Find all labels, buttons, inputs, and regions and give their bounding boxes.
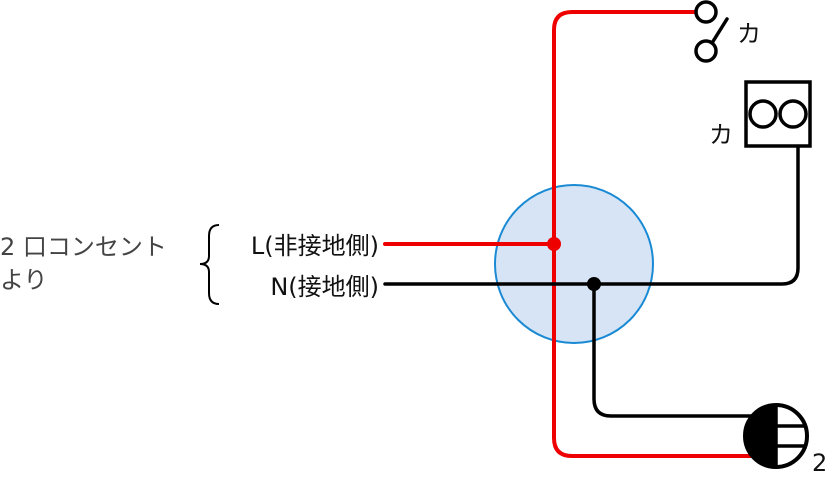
neutral-wire-to-lamp — [383, 144, 800, 286]
outlet-symbol — [743, 403, 809, 469]
source-label-line2: より — [0, 266, 48, 294]
neutral-wire-to-outlet — [592, 282, 754, 418]
neutral-joint-dot — [587, 277, 601, 291]
switch-label: カ — [737, 20, 761, 48]
neutral-wires — [383, 144, 800, 418]
lamp-label: カ — [709, 121, 733, 149]
neutral-wire-label: N(接地側) — [270, 273, 379, 301]
source-brace — [199, 224, 220, 305]
source-label-line1: 2 口コンセント — [0, 233, 167, 261]
live-wire-to-switch — [552, 10, 698, 246]
switch-symbol — [694, 0, 729, 63]
live-wire-label: L(非接地側) — [251, 232, 379, 260]
lamp-symbol — [744, 80, 812, 148]
live-wire-to-outlet — [552, 242, 754, 458]
junction-box — [494, 184, 654, 344]
outlet-label: 2 — [812, 449, 827, 477]
live-joint-dot — [547, 237, 561, 251]
live-wires — [383, 10, 754, 458]
